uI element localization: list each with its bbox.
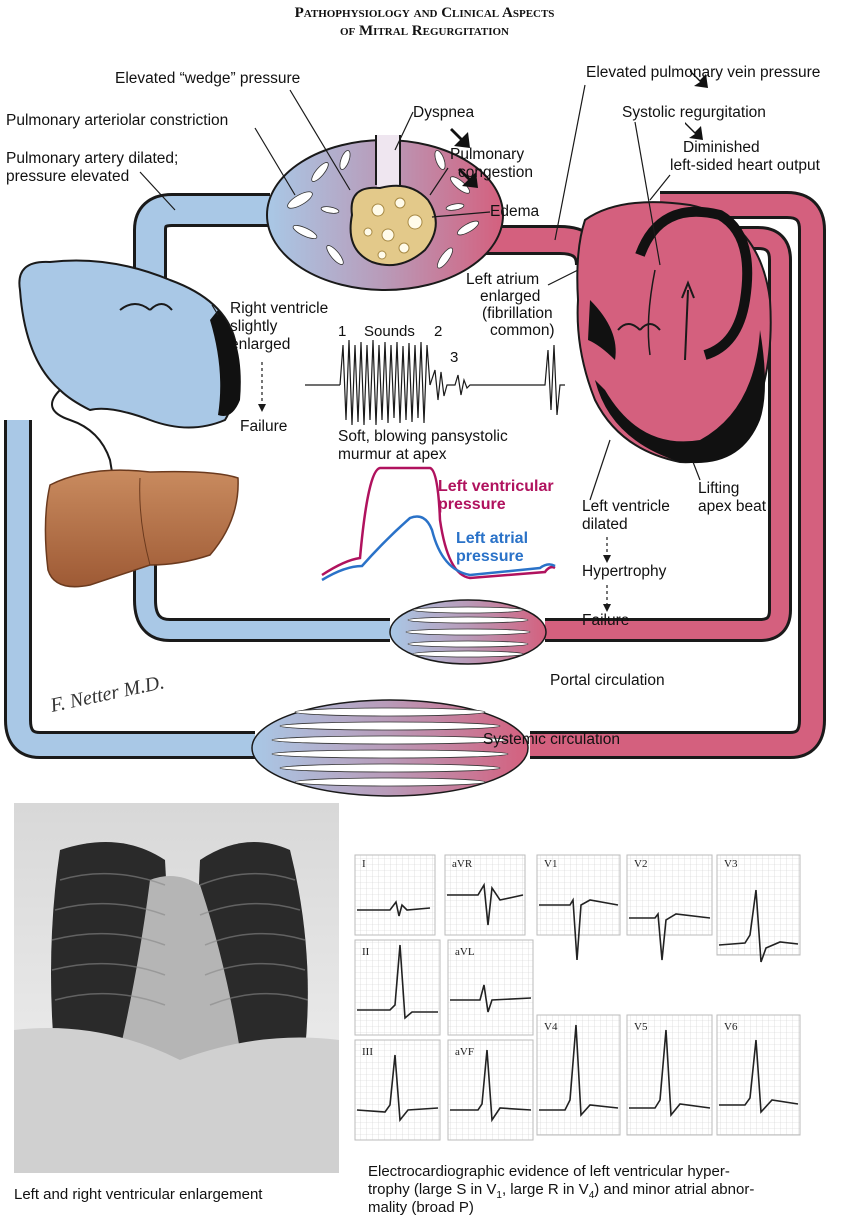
lv-label-2: dilated: [582, 516, 628, 533]
ecg-lead-avl: aVL: [455, 946, 475, 958]
ecg-lead-labels: I aVR V1 V2 V3 II aVL III aVF V4 V5 V6: [362, 858, 738, 1058]
la-label-1: Left atrium: [466, 271, 540, 288]
systolic-regurgitation-label: Systolic regurgitation: [622, 104, 766, 121]
diagram-title-line2: of Mitral Regurgitation: [340, 23, 509, 39]
ecg-lead-v1: V1: [544, 858, 557, 870]
murmur-label-2: murmur at apex: [338, 446, 447, 463]
systemic-loop: [4, 191, 826, 759]
chest-xray: [14, 803, 339, 1173]
ecg-lead-v3: V3: [724, 858, 738, 870]
apex-beat-label-2: apex beat: [698, 498, 767, 515]
sound-2-label: 2: [434, 323, 442, 340]
diminished-output-label-2: left-sided heart output: [670, 157, 820, 174]
bold-arrows: [450, 70, 708, 188]
rv-label-3: enlarged: [230, 336, 291, 353]
ecg-lead-avf: aVF: [455, 1046, 474, 1058]
sound-3-label: 3: [450, 349, 458, 366]
ecg-panel: I aVR V1 V2 V3 II aVL III aVF V4 V5 V6: [354, 854, 801, 1145]
ecg-caption-line2-a: trophy (large S in V: [368, 1181, 497, 1198]
systemic-circulation-label: Systemic circulation: [483, 731, 620, 748]
liver: [44, 469, 239, 588]
rv-label-1: Right ventricle: [230, 300, 329, 317]
pv-pressure-label: Elevated pulmonary vein pressure: [586, 64, 821, 81]
phonocardiogram: 1 Sounds 2 3: [305, 323, 565, 426]
systemic-capillary-bed: [251, 699, 529, 797]
edema-fluid: [349, 184, 437, 266]
ecg-lead-v6: V6: [724, 1021, 738, 1033]
portal-loop: [133, 226, 792, 642]
la-label-4: common): [490, 322, 555, 339]
lv-pressure-curve: [321, 466, 556, 580]
apex-beat-label-1: Lifting: [698, 480, 740, 497]
la-pressure-label-1: Left atrial: [456, 530, 529, 547]
diminished-output-label-1: Diminished: [683, 139, 760, 156]
xray-caption: Left and right ventricular enlargement: [14, 1186, 263, 1203]
lv-pressure-label-1: Left ventricular: [438, 478, 554, 495]
la-pressure-label-2: pressure: [456, 548, 524, 565]
ecg-lead-avr: aVR: [452, 858, 473, 870]
la-label-3: (fibrillation: [482, 305, 553, 322]
ecg-lead-v5: V5: [634, 1021, 648, 1033]
ecg-lead-v2: V2: [634, 858, 647, 870]
left-heart: [576, 201, 772, 464]
portal-circulation-label: Portal circulation: [550, 672, 665, 689]
congestion-label-2: congestion: [458, 164, 533, 181]
dyspnea-label: Dyspnea: [413, 104, 475, 121]
lv-pressure-label-2: pressure: [438, 496, 506, 513]
ecg-caption-line2: trophy (large S in V1, large R in V4) an…: [368, 1181, 754, 1205]
murmur-label-1: Soft, blowing pansystolic: [338, 428, 508, 445]
pressure-curves: [321, 466, 556, 582]
leader-lines: [139, 84, 701, 501]
la-pressure-curve: [321, 515, 556, 582]
pa-dilated-label-1: Pulmonary artery dilated;: [6, 150, 179, 167]
ecg-lead-v4: V4: [544, 1021, 558, 1033]
portal-capillary-bed: [389, 599, 547, 665]
edema-label: Edema: [490, 203, 540, 220]
ecg-caption-line2-c: ) and minor atrial abnor-: [594, 1181, 755, 1198]
rv-failure-label: Failure: [240, 418, 288, 435]
failure-arrowheads: [258, 404, 611, 612]
congestion-label-1: Pulmonary: [450, 146, 525, 163]
rv-label-2: slightly: [230, 318, 278, 335]
pa-dilated-label-2: pressure elevated: [6, 168, 130, 185]
diagram-title-line1: Pathophysiology and Clinical Aspects: [294, 5, 555, 21]
wedge-pressure-label: Elevated “wedge” pressure: [115, 70, 301, 87]
arteriolar-constriction-label: Pulmonary arteriolar constriction: [6, 112, 229, 129]
pulmonary-capillary-bed: [266, 135, 504, 291]
ecg-lead-iii: III: [362, 1046, 373, 1058]
lv-label-1: Left ventricle: [582, 498, 670, 515]
ecg-caption-line2-b: , large R in V: [501, 1181, 589, 1198]
sounds-label: Sounds: [364, 323, 415, 340]
signature-text: F. Netter M.D.: [47, 671, 166, 717]
ecg-lead-i: I: [362, 858, 366, 870]
hypertrophy-label: Hypertrophy: [582, 563, 667, 580]
ecg-caption-line1: Electrocardiographic evidence of left ve…: [368, 1163, 730, 1180]
la-label-2: enlarged: [480, 288, 541, 305]
ecg-lead-ii: II: [362, 946, 370, 958]
right-heart: [18, 259, 241, 521]
ecg-caption-line3: mality (broad P): [368, 1199, 474, 1216]
ecg-caption-sub-v1: 1: [496, 1190, 502, 1201]
failure-arrows: [261, 362, 608, 605]
signature: F. Netter M.D.: [47, 671, 166, 717]
lv-failure-label: Failure: [582, 612, 630, 629]
sound-1-label: 1: [338, 323, 346, 340]
ecg-caption-sub-v4: 4: [588, 1190, 595, 1201]
